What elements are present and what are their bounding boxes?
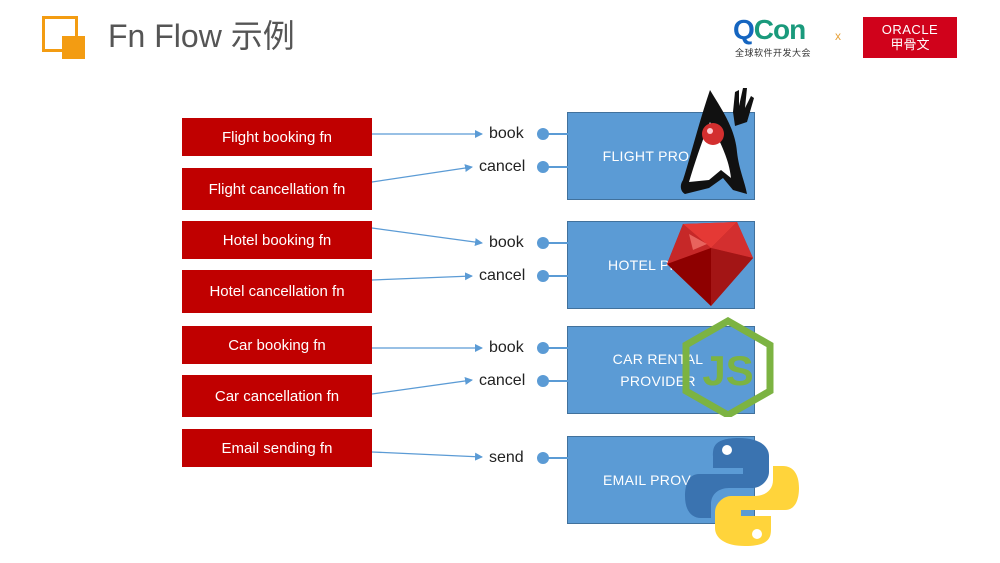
port-label-hotel-book: book	[489, 234, 524, 251]
port-dot	[537, 237, 549, 249]
fn-flight-cancellation: Flight cancellation fn	[182, 168, 372, 210]
fn-email-sending: Email sending fn	[182, 429, 372, 467]
port-label-flight-book: book	[489, 125, 524, 142]
arrow-hotel-cancel	[371, 272, 473, 281]
fn-flight-booking: Flight booking fn	[182, 118, 372, 156]
oracle-wordmark: ORACLE	[881, 22, 939, 37]
page-title: Fn Flow 示例	[108, 18, 295, 54]
oracle-chinese: 甲骨文	[890, 37, 930, 52]
qcon-word-rest: Con	[753, 14, 806, 45]
port-label-flight-cancel: cancel	[479, 158, 526, 175]
python-icon	[685, 438, 799, 546]
port-label-car-book: book	[489, 339, 524, 356]
arrow-email-send	[371, 451, 483, 461]
ruby-gem-icon	[667, 222, 753, 306]
provider-email-label: EMAIL PROV	[602, 472, 692, 488]
port-connector	[548, 380, 568, 382]
provider-hotel-label: HOTEL PR	[608, 257, 680, 273]
port-connector	[548, 242, 568, 244]
nodejs-icon: JS	[682, 317, 774, 417]
times-sign: x	[835, 29, 841, 43]
title-mark-icon	[42, 16, 85, 59]
port-connector	[548, 457, 568, 459]
qcon-logo: QCon 全球软件开发大会	[733, 14, 812, 58]
fn-car-cancellation: Car cancellation fn	[182, 375, 372, 417]
port-dot	[537, 161, 549, 173]
fn-hotel-booking: Hotel booking fn	[182, 221, 372, 259]
arrow-hotel-book	[371, 227, 483, 247]
port-connector	[548, 347, 568, 349]
provider-flight-label: FLIGHT PRO	[602, 148, 690, 164]
provider-car-rental: CAR RENTAL PROVIDER	[567, 326, 755, 414]
port-label-email-send: send	[489, 449, 524, 466]
provider-car-label-2: PROVIDER	[620, 373, 696, 389]
port-connector	[548, 133, 568, 135]
port-dot	[537, 270, 549, 282]
port-label-car-cancel: cancel	[479, 372, 526, 389]
arrow-car-cancel	[371, 377, 473, 395]
oracle-logo: ORACLE 甲骨文	[863, 17, 957, 58]
arrow-flight-cancel	[371, 164, 473, 183]
qcon-subtitle: 全球软件开发大会	[735, 48, 812, 58]
port-connector	[548, 275, 568, 277]
port-dot	[537, 375, 549, 387]
port-dot	[537, 128, 549, 140]
port-dot	[537, 342, 549, 354]
nodejs-js-glyph: JS	[702, 347, 753, 394]
provider-car-label-1: CAR RENTAL	[612, 351, 704, 367]
java-duke-icon	[680, 88, 754, 194]
fn-hotel-cancellation: Hotel cancellation fn	[182, 270, 372, 313]
fn-car-booking: Car booking fn	[182, 326, 372, 364]
port-dot	[537, 452, 549, 464]
port-label-hotel-cancel: cancel	[479, 267, 526, 284]
port-connector	[548, 166, 568, 168]
